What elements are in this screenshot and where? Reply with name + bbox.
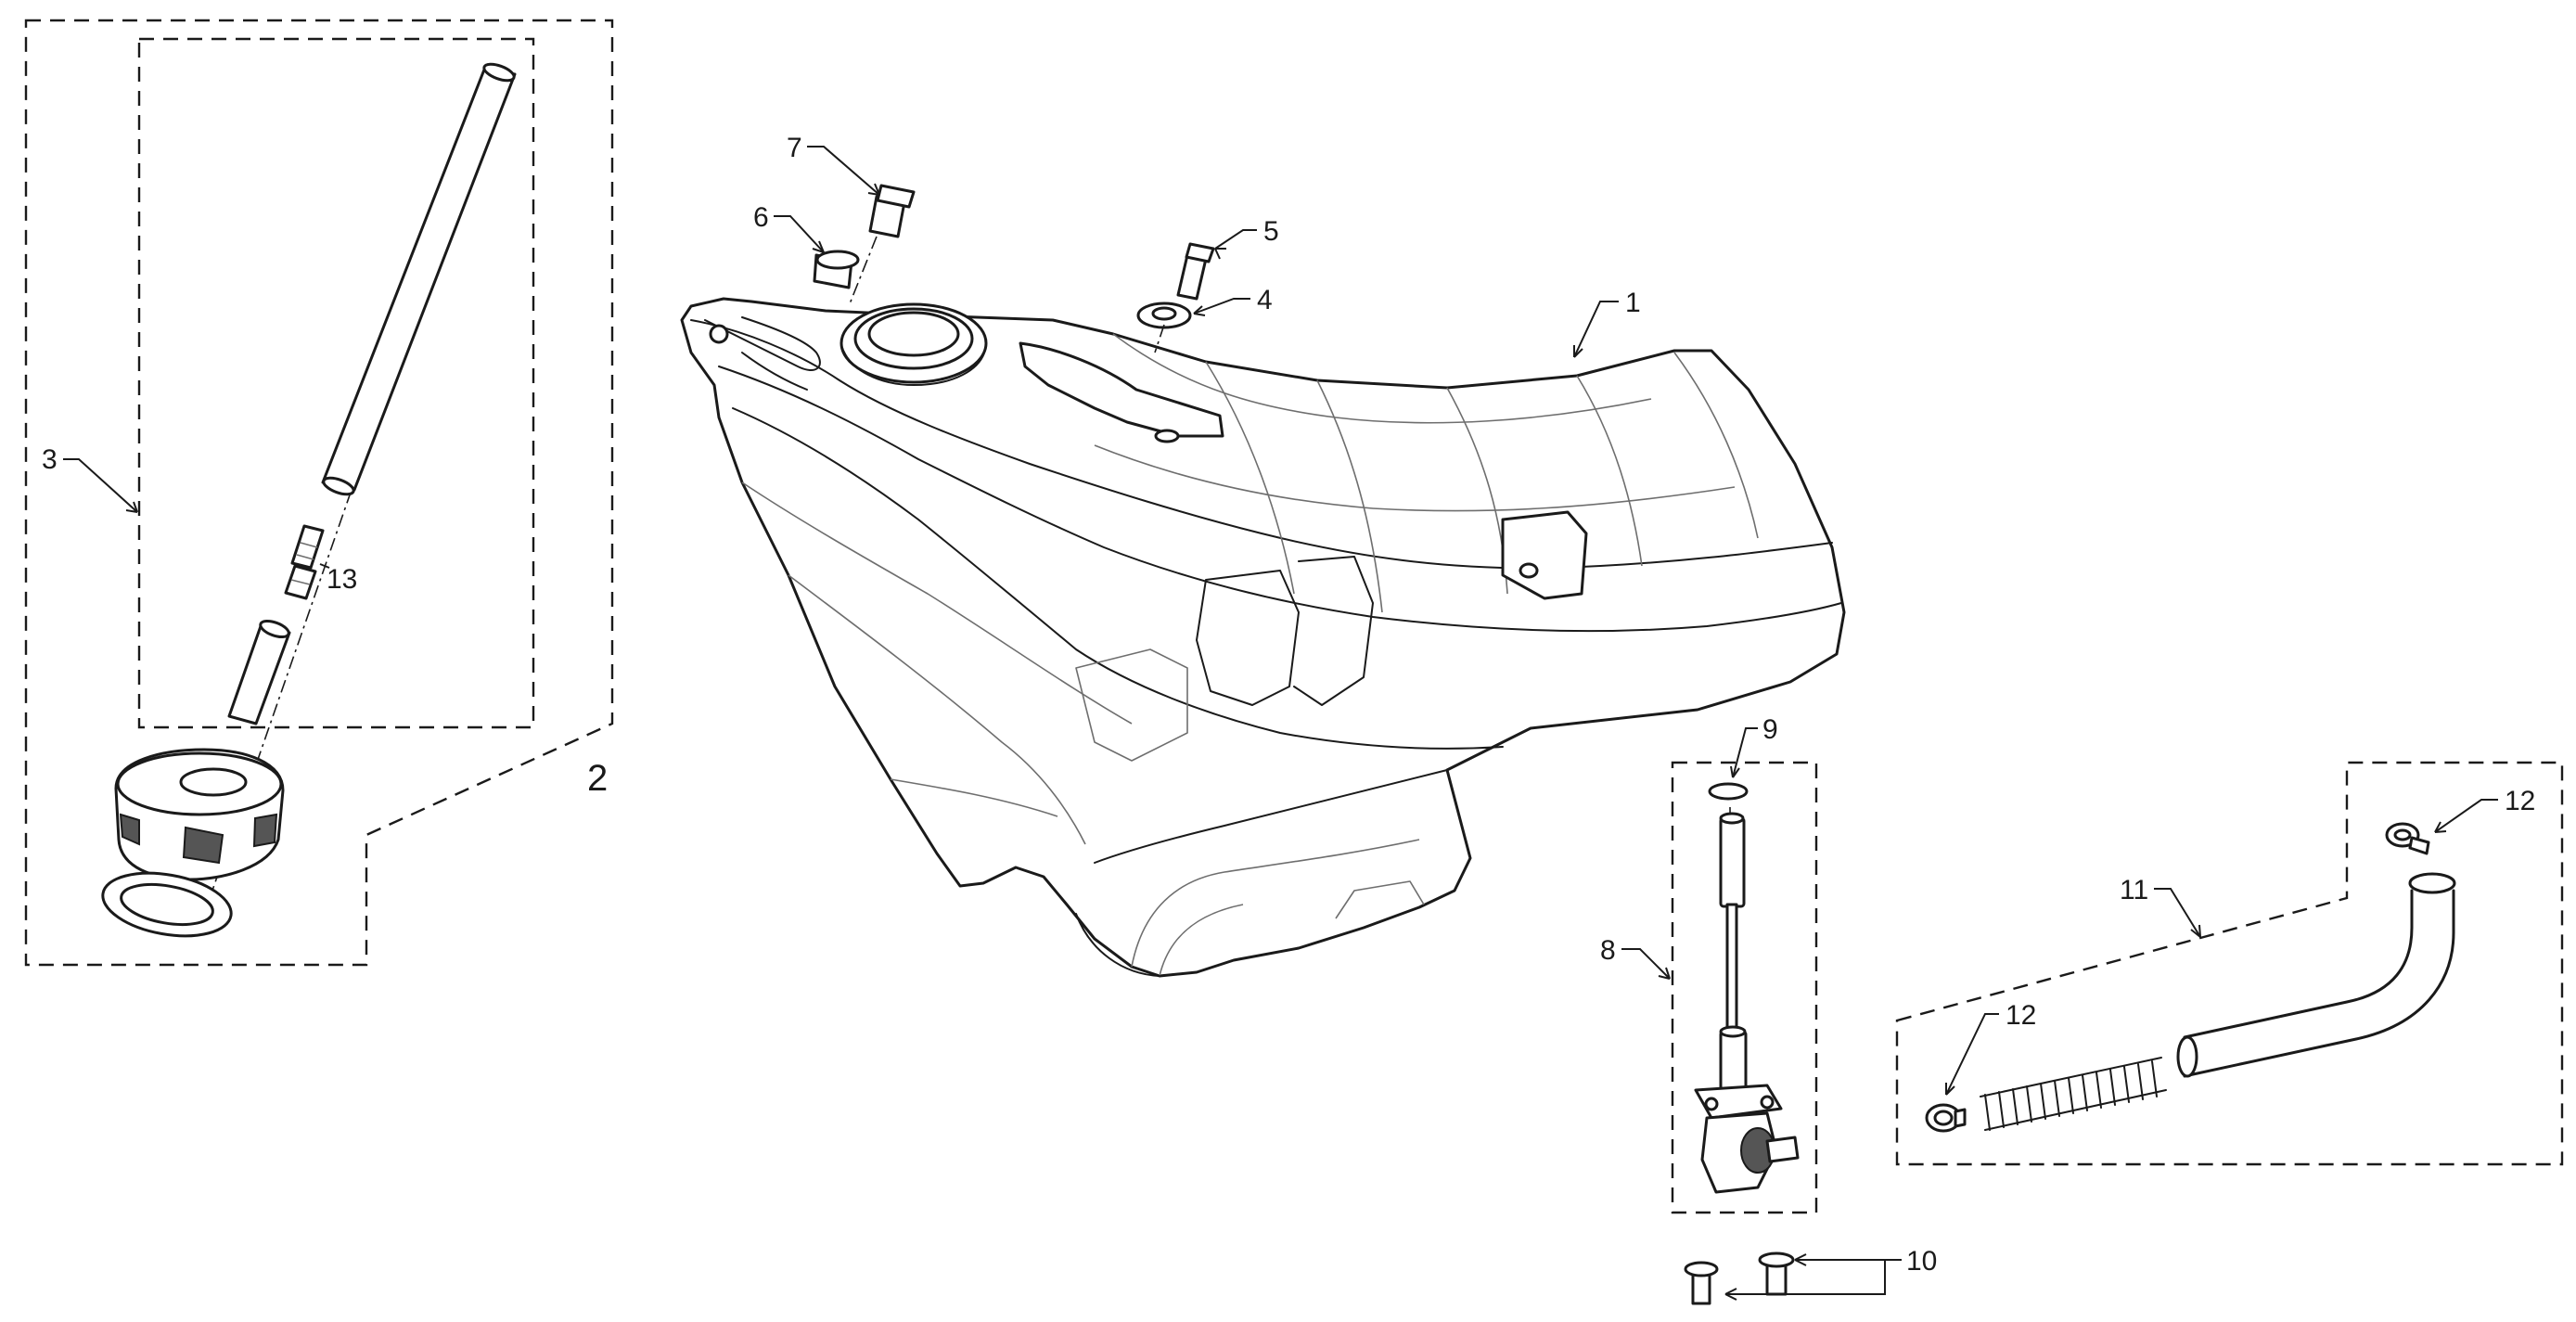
bolt-icon — [1176, 242, 1215, 301]
assembly-8-boundary — [1671, 761, 1818, 1214]
o-ring-icon — [1708, 782, 1749, 801]
assembly-2-boundary — [24, 19, 614, 967]
callout-3: 3 — [42, 444, 58, 475]
callout-1: 1 — [1625, 288, 1641, 318]
callout-7: 7 — [787, 133, 802, 163]
callout-6: 6 — [753, 202, 769, 233]
callout-12-upper: 12 — [2505, 786, 2535, 816]
grommet-icon — [1136, 302, 1192, 353]
hose-clip-icon — [2385, 822, 2430, 855]
callout-11: 11 — [2120, 875, 2148, 905]
callout-12-lower: 12 — [2006, 1000, 2036, 1031]
callout-4: 4 — [1257, 285, 1273, 315]
screw-icon — [1684, 1251, 1795, 1305]
fuel-hose-assembly — [1895, 761, 2564, 1166]
connector-icon — [284, 524, 325, 600]
callout-2: 2 — [587, 758, 608, 799]
bolt-icon — [848, 184, 916, 307]
callout-10: 10 — [1906, 1246, 1937, 1277]
hose-clip-icon — [1925, 1103, 1967, 1133]
hose-spring-icon — [1980, 1057, 2167, 1131]
cap-gasket-icon — [101, 871, 233, 938]
short-pipe-icon — [227, 619, 291, 725]
filler-cap-icon — [114, 748, 285, 881]
callout-8: 8 — [1600, 935, 1616, 966]
fuel-tank-icon — [680, 297, 1846, 978]
fuel-tap-icon — [1694, 812, 1800, 1194]
callout-9: 9 — [1762, 714, 1778, 745]
breather-pipe-icon — [321, 62, 517, 496]
grommet-icon — [813, 250, 860, 289]
assembly-3-boundary — [137, 37, 535, 729]
callout-13: 13 — [327, 564, 357, 595]
assembly-11-boundary — [1895, 761, 2564, 1166]
assembly-2-filler-cap — [24, 19, 614, 967]
callout-leaders — [774, 146, 2498, 1301]
fuel-tap-assembly — [1671, 761, 1818, 1214]
callout-5: 5 — [1263, 216, 1279, 247]
